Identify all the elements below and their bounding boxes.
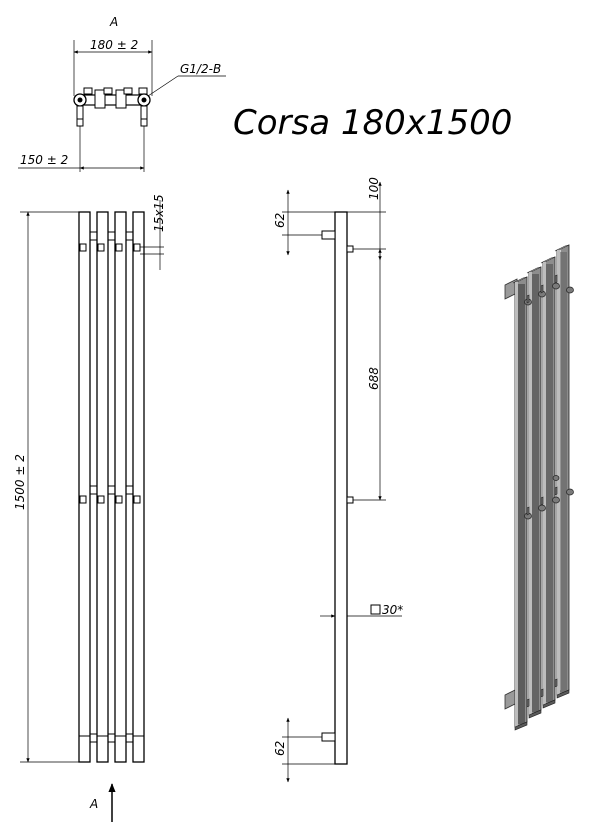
dim-top-width: 180 ± 2 (90, 38, 138, 52)
tube-3 (114, 211, 127, 763)
radiator-3d-render (504, 244, 574, 731)
dim-profile: 30* (382, 603, 403, 617)
dim-bracket-spacing: 688 (367, 367, 381, 390)
front-view: 1500 ± 2 15x (13, 194, 166, 822)
tube-4 (132, 211, 145, 763)
dim-top-connector: 62 (273, 213, 287, 228)
dim-bottom-connector: 62 (273, 741, 287, 756)
view-a-label: A (109, 15, 118, 29)
view-a-arrow-label: A (89, 797, 98, 811)
product-title: Corsa 180x1500 (233, 103, 512, 143)
view-a-top-detail: A 180 ± 2 G1/2-B 150 ± 2 (18, 15, 226, 172)
side-view: 100 688 62 62 30* (273, 177, 403, 783)
tube-2 (96, 211, 109, 763)
dim-thread: G1/2-B (180, 62, 221, 76)
tube-1 (78, 211, 91, 763)
dim-pipe-spacing: 150 ± 2 (20, 153, 68, 167)
dim-height: 1500 ± 2 (13, 454, 27, 510)
dim-connector-size: 15x15 (152, 194, 166, 232)
dim-top-offset: 100 (367, 177, 381, 200)
